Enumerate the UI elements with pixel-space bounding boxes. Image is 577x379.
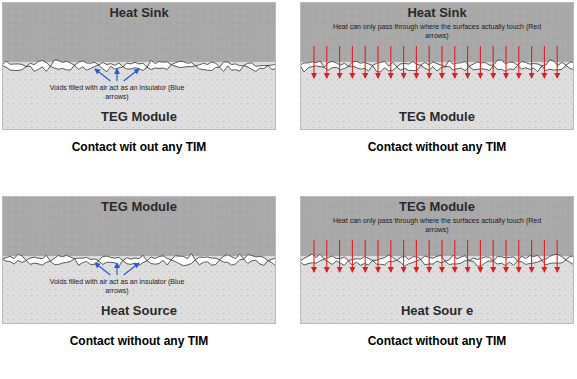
part-name: Heat Source — [2, 303, 276, 318]
contact-panel — [300, 196, 574, 324]
callout-note: Voids filled with air act as an insulato… — [47, 83, 187, 101]
heat-flow-arrow — [454, 46, 455, 78]
contact-panel — [2, 196, 276, 324]
panel-frame — [3, 3, 276, 130]
void-arrow — [116, 69, 117, 81]
heat-flow-arrow — [377, 240, 378, 272]
heat-flow-arrow — [339, 240, 340, 272]
heat-flow-arrow — [352, 46, 353, 78]
heat-flow-arrow — [390, 46, 391, 78]
lower-body: Heat Source — [2, 260, 276, 324]
void-arrow — [124, 69, 139, 81]
panel-caption: Contact without any TIM — [300, 140, 574, 154]
heat-flow-arrow — [403, 240, 404, 272]
lower-body — [2, 256, 276, 324]
heat-flow-arrow — [416, 46, 417, 78]
part-name: Heat Sour e — [300, 303, 574, 318]
heat-flow-arrow — [557, 46, 558, 78]
heat-flow-arrow — [416, 240, 417, 272]
rough-surface — [2, 65, 276, 72]
lower-body — [300, 62, 574, 130]
heat-flow-arrow — [365, 240, 366, 272]
heat-flow-arrow — [531, 240, 532, 272]
heat-flow-arrow — [441, 240, 442, 272]
panel-frame — [301, 197, 574, 324]
lower-body: TEG Module — [300, 66, 574, 130]
callout-note: Voids filled with air act as an insulato… — [47, 277, 187, 295]
heat-flow-arrow — [480, 46, 481, 78]
air-void — [300, 254, 574, 266]
panel-frame — [3, 197, 276, 324]
heat-flow-arrow — [505, 240, 506, 272]
lower-body — [2, 62, 276, 130]
void-arrow — [116, 263, 117, 275]
rough-surface — [2, 259, 276, 267]
void-arrow — [95, 69, 110, 81]
heat-flow-arrow — [518, 46, 519, 78]
part-name: TEG Module — [300, 109, 574, 124]
part-name: TEG Module — [2, 199, 276, 214]
heat-flow-arrow — [441, 46, 442, 78]
upper-body — [2, 2, 276, 70]
heat-flow-arrow — [544, 46, 545, 78]
heat-flow-arrow — [365, 46, 366, 78]
heat-flow-arrow — [352, 240, 353, 272]
part-name: Heat Sink — [2, 5, 276, 20]
rough-surface — [2, 254, 276, 261]
upper-body — [300, 2, 574, 70]
panel-caption: Contact wit out any TIM — [2, 140, 276, 154]
rough-surface — [300, 254, 574, 261]
part-name: Heat Sink — [300, 5, 574, 20]
heat-flow-arrow — [313, 240, 314, 272]
heat-flow-arrow — [326, 46, 327, 78]
heat-flow-arrow — [493, 240, 494, 272]
callout-note: Heat can only pass through where the sur… — [327, 216, 547, 234]
heat-flow-arrow — [403, 46, 404, 78]
heat-flow-arrow — [480, 240, 481, 272]
heat-flow-arrow — [467, 46, 468, 78]
heat-flow-arrow — [531, 46, 532, 78]
contact-panel — [2, 2, 276, 130]
upper-body: Heat Sink — [2, 2, 276, 66]
callout-note: Heat can only pass through where the sur… — [327, 22, 547, 40]
upper-body: TEG Module — [2, 196, 276, 260]
heat-flow-arrow — [339, 46, 340, 78]
heat-flow-arrow — [454, 240, 455, 272]
heat-flow-arrow — [313, 46, 314, 78]
rough-surface — [300, 65, 574, 72]
heat-flow-arrow — [505, 46, 506, 78]
heat-flow-arrow — [429, 46, 430, 78]
void-arrow — [124, 263, 139, 275]
air-void — [300, 60, 574, 72]
contact-panel — [300, 2, 574, 130]
heat-flow-arrow — [544, 240, 545, 272]
heat-flow-arrow — [557, 240, 558, 272]
air-void — [2, 254, 276, 266]
panel-frame — [301, 3, 574, 130]
heat-flow-arrow — [429, 240, 430, 272]
heat-flow-arrow — [518, 240, 519, 272]
air-void — [2, 60, 276, 72]
rough-surface — [300, 60, 574, 68]
heat-flow-arrow — [326, 240, 327, 272]
lower-body: Heat Sour e — [300, 260, 574, 324]
panel-caption: Contact without any TIM — [300, 334, 574, 348]
upper-body — [300, 196, 574, 264]
part-name: TEG Module — [2, 109, 276, 124]
lower-body: TEG Module — [2, 66, 276, 130]
part-name: TEG Module — [300, 199, 574, 214]
upper-body — [2, 196, 276, 264]
void-arrow — [95, 263, 110, 275]
heat-flow-arrow — [390, 240, 391, 272]
heat-flow-arrow — [377, 46, 378, 78]
heat-flow-arrow — [493, 46, 494, 78]
rough-surface — [300, 259, 574, 266]
panel-caption: Contact without any TIM — [2, 334, 276, 348]
lower-body — [300, 256, 574, 324]
heat-flow-arrow — [467, 240, 468, 272]
rough-surface — [2, 60, 276, 67]
